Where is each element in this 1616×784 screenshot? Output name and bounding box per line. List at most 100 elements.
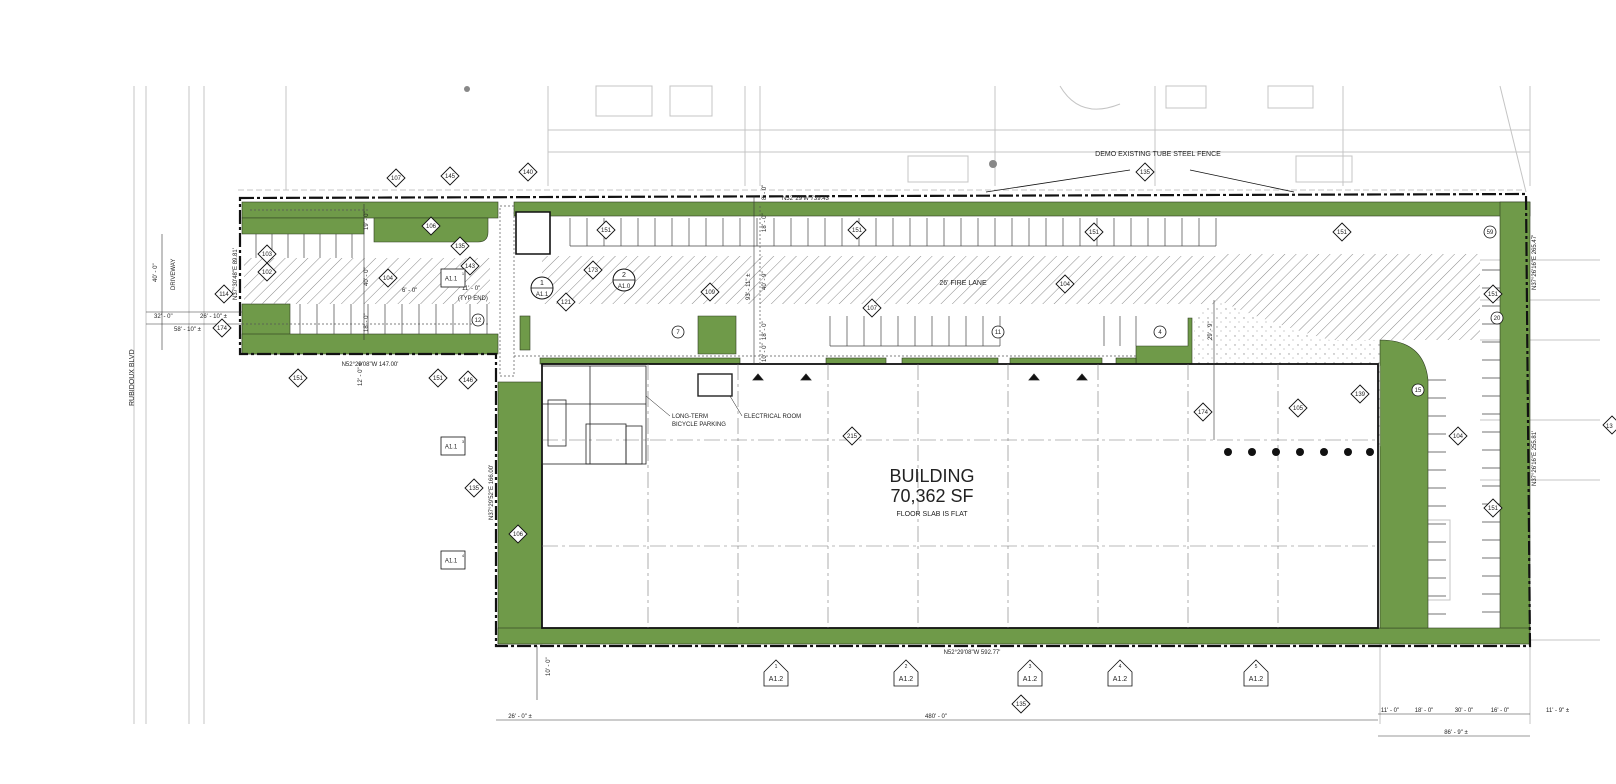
svg-text:146: 146 — [463, 378, 474, 384]
keynote-tag-106: 106 — [421, 216, 441, 236]
bike-parking-label-2: BICYCLE PARKING — [672, 422, 726, 428]
bearing-drive-south: N52°29'08"W 147.00' — [342, 362, 399, 368]
svg-text:A1.1: A1.1 — [536, 292, 549, 298]
bearing-north: N52°29'W 739.43' — [782, 196, 830, 202]
keynote-tag-104: 104 — [1055, 274, 1075, 294]
svg-text:215: 215 — [847, 434, 858, 440]
svg-text:114: 114 — [219, 292, 229, 298]
fire-lane-label: 26' FIRE LANE — [939, 280, 987, 287]
keynote-tag-106: 106 — [508, 524, 528, 544]
svg-text:A1.2: A1.2 — [769, 676, 784, 683]
sheet-ref-A1-1-1: A1.1 1 — [440, 268, 466, 288]
dim-86: 86' - 9" ± — [1444, 730, 1468, 736]
svg-text:A1.0: A1.0 — [618, 284, 631, 290]
sheet-ref-A1-0-2: 2A1.0 — [612, 268, 636, 292]
keynote-tag-135: 135 — [1135, 162, 1155, 182]
svg-text:1: 1 — [462, 271, 465, 276]
svg-text:13: 13 — [1606, 424, 1613, 430]
fence-note: DEMO EXISTING TUBE STEEL FENCE — [1095, 151, 1221, 158]
stall-count-4: 4 — [1153, 325, 1167, 339]
svg-text:135: 135 — [469, 486, 480, 492]
dim-40b: 40' - 0" — [364, 267, 370, 286]
svg-text:174: 174 — [217, 326, 228, 332]
sheet-ref-A1-1-3: A1.1 3 — [440, 436, 466, 456]
keynote-tag-135: 135 — [1011, 694, 1031, 714]
sheet-ref-A1-2-5: 5A1.2 — [1243, 659, 1269, 687]
svg-text:104: 104 — [383, 276, 394, 282]
parking-stalls — [255, 218, 1500, 615]
building-note: FLOOR SLAB IS FLAT — [896, 511, 968, 518]
svg-text:2: 2 — [905, 664, 908, 670]
svg-text:121: 121 — [561, 300, 572, 306]
svg-text:12: 12 — [475, 318, 482, 324]
dim-480: 480' - 0" — [925, 714, 947, 720]
typ-end-label: (TYP END) — [458, 296, 488, 302]
dim-40c: 40' - 9" — [762, 271, 768, 290]
keynote-tag-151: 151 — [1483, 284, 1503, 304]
dim-16: 16' - 0" — [1491, 708, 1510, 714]
svg-text:151: 151 — [293, 376, 304, 382]
svg-text:143: 143 — [465, 264, 476, 270]
svg-text:A1.1: A1.1 — [445, 277, 458, 283]
keynote-tag-107: 107 — [386, 168, 406, 188]
dim-11b: 11' - 0" — [1381, 708, 1399, 714]
building-title: BUILDING — [889, 466, 974, 486]
keynote-tag-151: 151 — [847, 220, 867, 240]
svg-text:151: 151 — [852, 228, 863, 234]
svg-text:A1.1: A1.1 — [445, 445, 458, 451]
bearing-west-drive: N37°30'48"E 89.81' — [233, 248, 239, 300]
keynote-tag-215: 215 — [842, 426, 862, 446]
dim-18b: 18' - 0" — [762, 213, 768, 232]
walkways — [242, 205, 1136, 377]
svg-text:151: 151 — [1488, 292, 1499, 298]
svg-text:107: 107 — [391, 176, 402, 182]
svg-text:140: 140 — [523, 170, 534, 176]
keynote-tag-139: 139 — [1350, 384, 1370, 404]
sheet-ref-A1-1-4: A1.14 — [440, 550, 466, 570]
svg-text:102: 102 — [262, 270, 273, 276]
svg-text:151: 151 — [1488, 506, 1499, 512]
keynote-tag-135: 135 — [450, 236, 470, 256]
dim-26-10: 26' - 10" ± — [200, 314, 228, 320]
dim-26b: 26' - 0" ± — [508, 714, 532, 720]
fence-leader — [985, 169, 1295, 193]
dim-29: 29' - 9" — [1208, 321, 1214, 340]
building-footprint — [541, 363, 1379, 629]
sheet-ref-A1-2-1: 1A1.2 — [763, 659, 789, 687]
svg-text:145: 145 — [445, 174, 456, 180]
svg-text:151: 151 — [1089, 230, 1100, 236]
stall-count-12: 12 — [471, 313, 485, 327]
svg-text:59: 59 — [1487, 230, 1494, 236]
driveway-label: DRIVEWAY — [171, 259, 177, 290]
dim-19: 19' - 0" — [364, 211, 370, 230]
keynote-tag-104: 104 — [1448, 426, 1468, 446]
dim-10a: 10' - 0" — [762, 343, 768, 362]
electrical-room-label: ELECTRICAL ROOM — [744, 414, 801, 420]
dim-11-9: 11' - 9" ± — [1546, 708, 1570, 714]
keynote-tag-174: 174 — [1193, 402, 1213, 422]
svg-text:151: 151 — [601, 228, 612, 234]
keynote-tag-140: 140 — [518, 162, 538, 182]
keynote-tag-102: 102 — [257, 262, 277, 282]
svg-text:A1.1: A1.1 — [445, 559, 458, 565]
keynote-tag-105: 105 — [1288, 398, 1308, 418]
existing-context — [133, 85, 1600, 724]
sheet-ref-A1-2-4: 4A1.2 — [1107, 659, 1133, 687]
landscape-areas — [241, 201, 1531, 645]
svg-text:15: 15 — [1415, 388, 1422, 394]
dim-58-10: 58' - 10" ± — [174, 327, 202, 333]
stall-count-20: 20 — [1490, 311, 1504, 325]
svg-text:4: 4 — [1119, 664, 1122, 670]
svg-text:3: 3 — [462, 439, 465, 444]
keynote-tag-109: 109 — [700, 282, 720, 302]
bearing-west-building: N37°29'52"E 166.00' — [489, 465, 495, 520]
svg-text:105: 105 — [1293, 406, 1304, 412]
keynote-tag-151: 151 — [596, 220, 616, 240]
svg-text:106: 106 — [513, 532, 524, 538]
svg-text:1: 1 — [775, 664, 778, 670]
dim-6: 6' - 0" — [402, 288, 417, 294]
dim-32: 32' - 0" — [154, 314, 173, 320]
keynote-tag-145: 145 — [440, 166, 460, 186]
dim-10b: 10' - 0" — [546, 657, 552, 676]
